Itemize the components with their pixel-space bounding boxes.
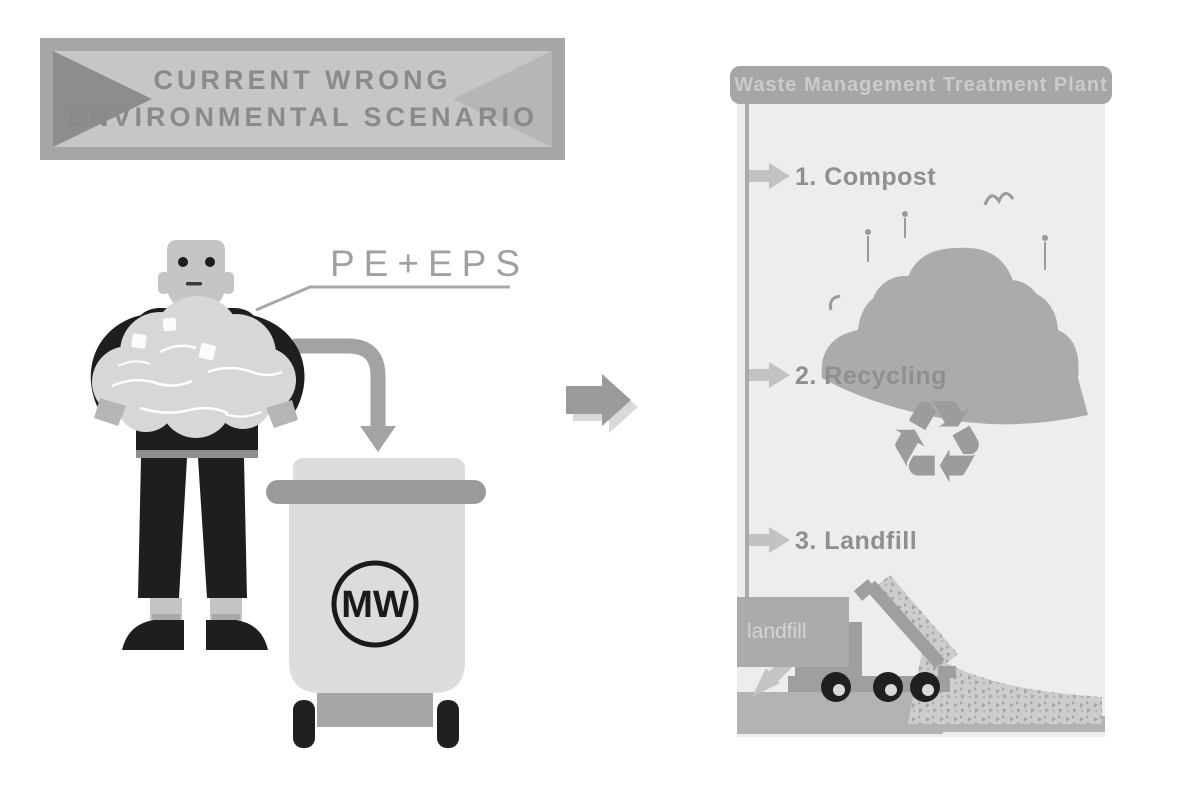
right-arm bbox=[218, 313, 305, 417]
option-compost: 1. Compost bbox=[795, 163, 937, 191]
right-eye bbox=[205, 257, 215, 267]
head bbox=[167, 240, 225, 310]
right-leg bbox=[198, 458, 247, 598]
material-label: PE+EPS bbox=[330, 243, 530, 284]
mouth bbox=[186, 282, 202, 286]
banner-line-1: CURRENT WRONG bbox=[153, 65, 452, 95]
left-hand bbox=[94, 398, 126, 426]
left-sock bbox=[150, 598, 182, 622]
option-landfill: 3. Landfill bbox=[795, 527, 918, 555]
left-eye bbox=[178, 257, 188, 267]
belt bbox=[136, 450, 258, 458]
right-shoe bbox=[206, 620, 268, 650]
landfill-sign: landfill bbox=[737, 597, 849, 667]
right-sock bbox=[210, 598, 242, 622]
transfer-arrow-icon bbox=[566, 374, 638, 433]
left-shoe bbox=[122, 620, 184, 650]
mw-logo-text: MW bbox=[341, 584, 409, 626]
left-arm bbox=[90, 313, 177, 415]
foam-bundle bbox=[92, 296, 298, 438]
scenario-banner: CURRENT WRONG ENVIRONMENTAL SCENARIO bbox=[40, 38, 565, 160]
material-leader-line bbox=[255, 285, 510, 312]
drop-arrow-icon bbox=[293, 338, 396, 452]
neck bbox=[181, 294, 207, 312]
left-leg bbox=[138, 458, 187, 598]
recycling-icon: ♻ bbox=[885, 376, 989, 510]
person-figure bbox=[90, 240, 305, 650]
right-hand bbox=[266, 400, 298, 428]
banner-line-2: ENVIRONMENTAL SCENARIO bbox=[66, 102, 539, 132]
panel-header: Waste Management Treatment Plant bbox=[730, 66, 1112, 104]
